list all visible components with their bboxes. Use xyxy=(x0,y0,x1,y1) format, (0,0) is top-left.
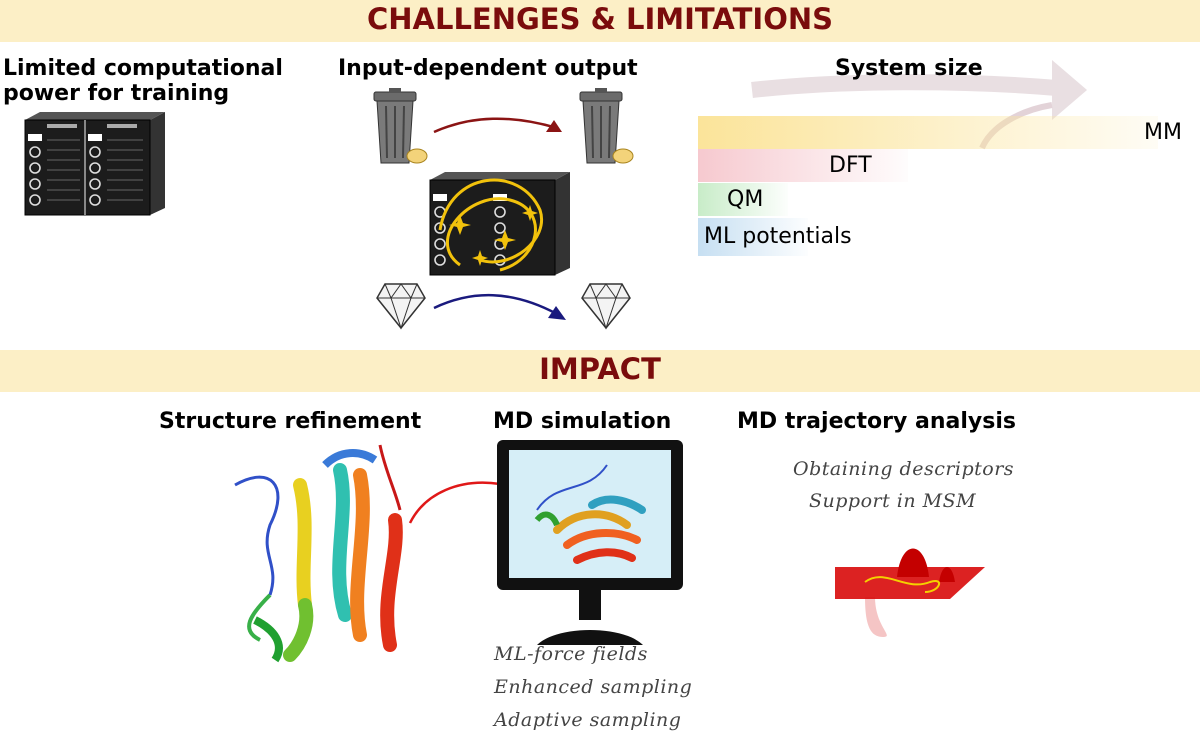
limited-power-heading: Limited computational power for training xyxy=(3,56,283,106)
md-simulation-heading: MD simulation xyxy=(493,409,672,434)
challenges-title: CHALLENGES & LIMITATIONS xyxy=(366,2,834,36)
trash-can-output-icon xyxy=(579,88,634,164)
server-processing-icon xyxy=(429,172,570,276)
diamond-output-icon xyxy=(581,283,631,330)
dft-bar xyxy=(698,149,908,182)
trash-can-input-icon xyxy=(373,88,428,164)
system-size-heading: System size xyxy=(835,56,983,81)
adaptive-sampling-item: Adaptive sampling xyxy=(494,709,682,731)
md-trajectory-heading: MD trajectory analysis xyxy=(737,409,1016,434)
challenges-header-band xyxy=(0,0,1200,42)
input-dependent-heading: Input-dependent output xyxy=(338,56,638,81)
impact-title: IMPACT xyxy=(539,352,661,386)
quality-arrow-icon xyxy=(433,294,566,320)
qm-label: QM xyxy=(727,187,764,212)
server-rack-icon xyxy=(24,112,165,216)
diamond-input-icon xyxy=(376,283,426,330)
obtaining-descriptors-item: Obtaining descriptors xyxy=(793,458,1015,480)
qm-bar xyxy=(698,183,788,216)
protein-structure-icon xyxy=(234,444,403,663)
ml-force-fields-item: ML-force fields xyxy=(494,643,648,665)
energy-landscape-icon xyxy=(835,548,985,637)
mm-label: MM xyxy=(1144,120,1182,145)
garbage-arrow-icon xyxy=(433,117,562,134)
ml-potentials-bar xyxy=(698,218,808,256)
impact-header-band xyxy=(0,350,1200,392)
ml-potentials-label: ML potentials xyxy=(704,224,852,249)
structure-refinement-heading: Structure refinement xyxy=(159,409,422,434)
support-in-msm-item: Support in MSM xyxy=(809,490,977,512)
mm-bar xyxy=(698,116,1158,149)
enhanced-sampling-item: Enhanced sampling xyxy=(494,676,693,698)
dft-label: DFT xyxy=(829,153,872,178)
monitor-icon xyxy=(497,440,683,645)
